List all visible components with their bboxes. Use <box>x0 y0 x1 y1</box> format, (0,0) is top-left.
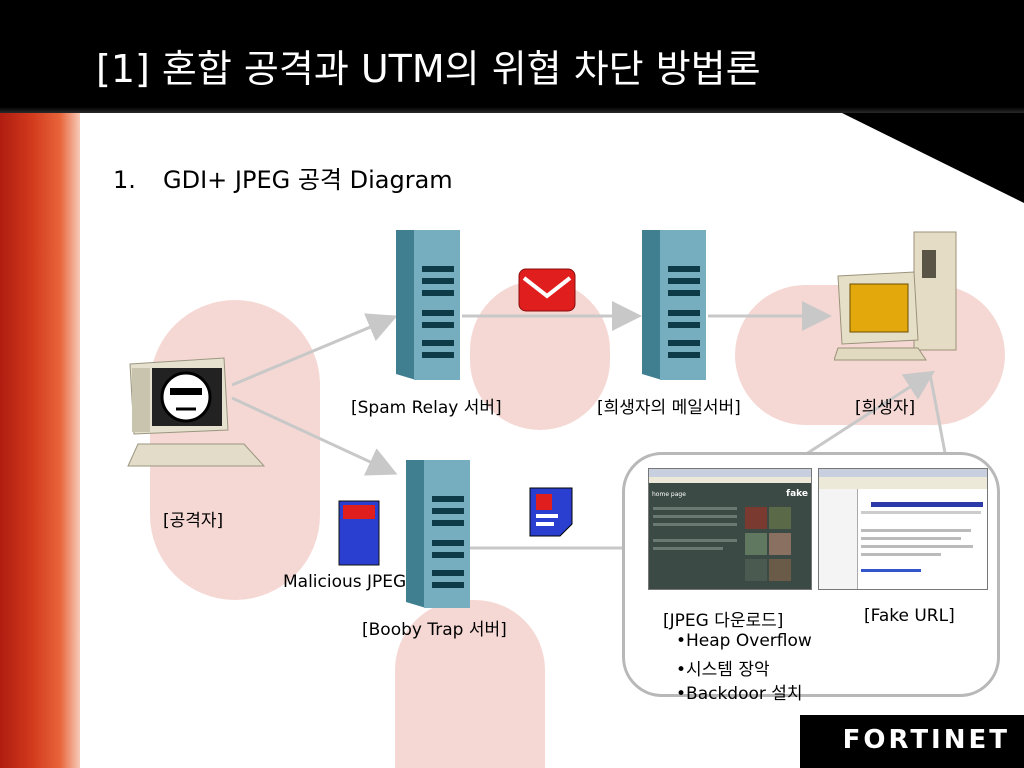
effect-item: •Backdoor 설치 <box>676 684 803 704</box>
thumbnail-image <box>745 507 767 529</box>
fake-url-label: [Fake URL] <box>864 606 955 626</box>
booby-trap-server-icon <box>406 460 470 608</box>
slide-title: [1] 혼합 공격과 UTM의 위협 차단 방법론 <box>96 47 761 91</box>
effect-item: •Heap Overflow <box>676 631 812 651</box>
fake-url-screenshot <box>818 468 988 590</box>
jpeg-download-label: [JPEG 다운로드] <box>663 611 784 631</box>
selected-message-row <box>871 502 983 507</box>
thumbnail-image <box>745 559 767 581</box>
heading-text: GDI+ JPEG 공격 Diagram <box>163 166 453 194</box>
watermark-shape <box>395 600 545 768</box>
browser-titlebar <box>649 469 811 477</box>
victim-label: [희생자] <box>855 398 916 418</box>
thumbnail-image <box>769 559 791 581</box>
fortinet-logo: FORTINET <box>800 715 1024 768</box>
booby-trap-label: [Booby Trap 서버] <box>362 620 507 640</box>
attacker-label: [공격자] <box>163 511 224 531</box>
document-icon <box>529 487 573 537</box>
mail-titlebar <box>819 469 987 477</box>
mail-icon <box>518 268 576 312</box>
browser-toolbar <box>649 477 811 483</box>
thumbnail-image <box>769 507 791 529</box>
spam-relay-label: [Spam Relay 서버] <box>351 398 502 418</box>
victim-mail-server-icon <box>642 230 706 380</box>
left-decor-strip <box>0 113 80 768</box>
title-bar <box>0 0 1024 113</box>
fake-link <box>861 569 921 572</box>
home-page-title: home page <box>652 491 686 498</box>
page-body: home page fake <box>649 483 811 589</box>
arrow-attacker-to-booby <box>231 396 398 476</box>
logo-text: FORTINET <box>842 725 1010 755</box>
mail-toolbar <box>819 477 987 489</box>
malicious-jpeg-label: Malicious JPEG <box>283 572 407 592</box>
arrow-bubble-to-victim <box>799 370 936 460</box>
thumbnail-image <box>769 533 791 555</box>
bubble-tail-line <box>928 373 948 459</box>
victim-mail-server-label: [희생자의 메일서버] <box>597 398 741 418</box>
jpeg-page-screenshot: home page fake <box>648 468 812 590</box>
victim-computer-icon <box>834 231 957 361</box>
mail-folder-pane <box>819 489 858 589</box>
malicious-jpeg-file-icon <box>338 500 380 566</box>
effect-item: •시스템 장악 <box>676 660 770 680</box>
fake-page-label: fake <box>786 489 808 499</box>
thumbnail-image <box>745 533 767 555</box>
spam-relay-server-icon <box>396 230 460 380</box>
section-heading: 1. GDI+ JPEG 공격 Diagram <box>113 160 453 195</box>
attacker-computer-icon <box>127 357 266 467</box>
arrow-attacker-to-relay <box>231 313 398 387</box>
heading-number: 1. <box>113 166 136 194</box>
